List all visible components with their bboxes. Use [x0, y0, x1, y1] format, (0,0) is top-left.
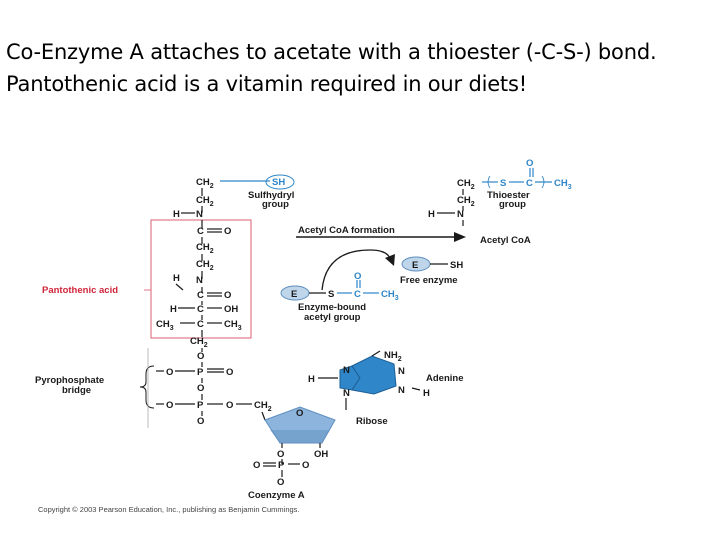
thioester-label: Thioester [487, 190, 530, 201]
adenine-h-left: H [308, 374, 315, 385]
enzyme-bound-label: Enzyme-bound [298, 302, 366, 313]
atom-p-3: P [278, 460, 285, 471]
curved-arrow [321, 249, 391, 291]
atom-o-13: O [277, 477, 284, 488]
atom-c-1: C [197, 226, 204, 237]
atom-oh-1: OH [224, 304, 238, 315]
atom-o-9: O [197, 416, 204, 427]
free-enzyme: E SH Free enzyme [400, 256, 463, 286]
enzyme-c: C [354, 289, 361, 300]
atom-ch2-4: CH2 [196, 259, 214, 272]
curved-arrowhead [385, 254, 395, 266]
acetyl-coa-formation-arrowhead [454, 232, 466, 242]
atom-o-1: O [224, 226, 231, 237]
coenzyme-a-label: Coenzyme A [248, 490, 305, 501]
atom-p-1: P [197, 367, 204, 378]
atom-o-5: O [226, 367, 233, 378]
pantothenic-acid-label: Pantothenic acid [42, 285, 118, 296]
atom-o-10: O [277, 449, 284, 460]
atom-ch2-2: CH2 [196, 195, 214, 208]
caption-line-1: Co-Enzyme A attaches to acetate with a t… [6, 40, 657, 64]
ribose-ring: O O OH O P O O [253, 406, 336, 488]
enzyme-ch3: CH3 [381, 289, 399, 302]
slide-caption: Co-Enzyme A attaches to acetate with a t… [6, 36, 718, 100]
copyright-text: Copyright © 2003 Pearson Education, Inc.… [38, 505, 300, 514]
atom-c-3: C [197, 304, 204, 315]
adenine-label: Adenine [426, 373, 463, 384]
thioester-group-label: group [499, 199, 526, 210]
atom-h-2: H [173, 273, 180, 284]
acetyl-ch3: CH3 [554, 178, 572, 191]
free-enzyme-sh: SH [450, 260, 463, 271]
atom-n-1: N [196, 209, 203, 220]
sulfhydryl-label: Sulfhydryl [248, 190, 294, 201]
enzyme-bound-acetyl: E S C O CH3 Enzyme-bound acetyl group [280, 271, 399, 323]
sulfhydryl-group: SH Sulfhydryl group [220, 174, 295, 210]
pantothenic-acid-box [150, 219, 252, 339]
adenine-n-2: N [398, 366, 405, 377]
atom-h-3: H [170, 304, 177, 315]
atom-oh-2: OH [314, 449, 328, 460]
atom-sh-top: SH [272, 177, 285, 188]
acetyl-ch2-2: CH2 [457, 195, 475, 208]
atom-o-8: O [226, 400, 233, 411]
free-enzyme-e: E [412, 260, 418, 271]
ribose-ring-o: O [296, 408, 303, 419]
atom-p-2: P [197, 400, 204, 411]
atom-ch2-top: CH2 [196, 177, 214, 190]
atom-ch2-6: CH2 [254, 400, 272, 413]
acetyl-c: C [526, 178, 533, 189]
atom-o-12: O [302, 460, 309, 471]
atom-nh2: NH2 [384, 350, 402, 363]
acetyl-o: O [526, 158, 533, 169]
enzyme-e: E [291, 289, 297, 300]
atom-ch2-3: CH2 [196, 242, 214, 255]
adenine-n-1: N [343, 365, 350, 376]
acetyl-coa-label: Acetyl CoA [480, 235, 531, 246]
ribose-label: Ribose [356, 416, 388, 427]
pyrophosphate-brace [139, 365, 155, 409]
acetyl-h: H [428, 209, 435, 220]
coa-backbone: CH2 CH2 H N C O CH2 CH2 H N [156, 177, 272, 427]
adenine-n-3: N [398, 385, 405, 396]
atom-o-2: O [224, 290, 231, 301]
atom-c-2: C [197, 290, 204, 301]
free-enzyme-label: Free enzyme [400, 275, 458, 286]
acetyl-n: N [457, 209, 464, 220]
adenine-rings: N N N N NH2 H H [308, 350, 430, 410]
atom-o-11: O [253, 460, 260, 471]
sulfhydryl-group-label: group [262, 199, 289, 210]
atom-o-3: O [197, 351, 204, 362]
acetyl-ch2-1: CH2 [457, 178, 475, 191]
acetyl-s: S [500, 178, 506, 189]
adenine-h-right: H [423, 388, 430, 399]
acetyl-coa-formation-label: Acetyl CoA formation [298, 225, 395, 236]
caption-line-2: Pantothenic acid is a vitamin required i… [6, 72, 527, 96]
atom-o-4: O [166, 367, 173, 378]
acetyl-group-label: acetyl group [304, 312, 361, 323]
bridge-label: bridge [62, 385, 91, 396]
acetyl-coa-structure: CH2 S C O CH3 CH2 H N Thioester group [428, 158, 572, 226]
enzyme-s: S [328, 289, 334, 300]
atom-c-4: C [197, 319, 204, 330]
adenine-n-4: N [343, 388, 350, 399]
atom-ch2-5: CH2 [190, 336, 208, 349]
pyrophosphate-label: Pyrophosphate [35, 375, 104, 386]
atom-ch3-right: CH3 [224, 319, 242, 332]
atom-n-2: N [196, 275, 203, 286]
enzyme-o: O [354, 271, 361, 282]
atom-ch3-left: CH3 [156, 319, 174, 332]
atom-o-7: O [166, 400, 173, 411]
atom-o-6: O [197, 383, 204, 394]
atom-h-1: H [173, 209, 180, 220]
